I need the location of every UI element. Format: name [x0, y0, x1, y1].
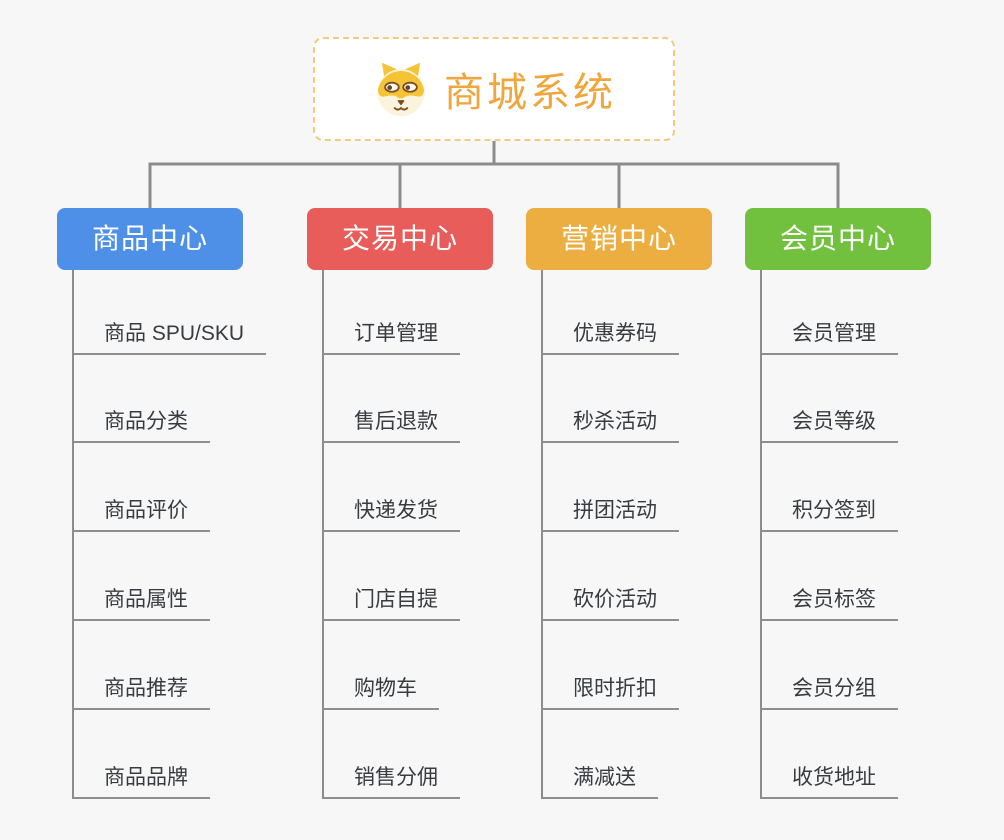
- leaf-node[interactable]: 销售分佣: [322, 763, 460, 799]
- leaf-node[interactable]: 售后退款: [322, 407, 460, 443]
- leaf-node[interactable]: 收货地址: [760, 763, 898, 799]
- branch-column-product-center: 商品中心 商品 SPU/SKU 商品分类 商品评价 商品属性 商品推荐 商品品牌: [57, 208, 297, 818]
- leaf-node[interactable]: 会员分组: [760, 674, 898, 710]
- root-node-title: 商城系统: [444, 71, 616, 115]
- branch-trunk-line: [760, 270, 762, 799]
- leaf-node[interactable]: 秒杀活动: [541, 407, 679, 443]
- branch-trunk-line: [541, 270, 543, 799]
- leaf-node[interactable]: 积分签到: [760, 496, 898, 532]
- branch-column-trade-center: 交易中心 订单管理 售后退款 快递发货 门店自提 购物车 销售分佣: [307, 208, 547, 818]
- leaf-node[interactable]: 商品推荐: [72, 674, 210, 710]
- leaf-node[interactable]: 满减送: [541, 763, 658, 799]
- branch-column-member-center: 会员中心 会员管理 会员等级 积分签到 会员标签 会员分组 收货地址: [745, 208, 985, 818]
- leaf-node[interactable]: 会员等级: [760, 407, 898, 443]
- leaf-node[interactable]: 砍价活动: [541, 585, 679, 621]
- branch-trunk-line: [72, 270, 74, 799]
- branch-node-trade-center[interactable]: 交易中心: [307, 208, 493, 270]
- dog-face-icon: [372, 60, 430, 118]
- leaf-node[interactable]: 会员标签: [760, 585, 898, 621]
- leaf-node[interactable]: 订单管理: [322, 319, 460, 355]
- branch-node-member-center[interactable]: 会员中心: [745, 208, 931, 270]
- leaf-node[interactable]: 限时折扣: [541, 674, 679, 710]
- leaf-node[interactable]: 商品 SPU/SKU: [72, 319, 267, 355]
- leaf-node[interactable]: 拼团活动: [541, 496, 679, 532]
- leaf-node[interactable]: 优惠券码: [541, 319, 679, 355]
- branch-node-marketing-center[interactable]: 营销中心: [526, 208, 712, 270]
- branch-column-marketing-center: 营销中心 优惠券码 秒杀活动 拼团活动 砍价活动 限时折扣 满减送: [526, 208, 766, 818]
- leaf-node[interactable]: 快递发货: [322, 496, 460, 532]
- leaf-node[interactable]: 商品品牌: [72, 763, 210, 799]
- branch-trunk-line: [322, 270, 324, 799]
- leaf-node[interactable]: 会员管理: [760, 319, 898, 355]
- branch-node-product-center[interactable]: 商品中心: [57, 208, 243, 270]
- leaf-node[interactable]: 商品评价: [72, 496, 210, 532]
- leaf-node[interactable]: 商品属性: [72, 585, 210, 621]
- root-node-mall-system[interactable]: 商城系统: [313, 37, 675, 141]
- leaf-node[interactable]: 购物车: [322, 674, 439, 710]
- leaf-node[interactable]: 门店自提: [322, 585, 460, 621]
- leaf-node[interactable]: 商品分类: [72, 407, 210, 443]
